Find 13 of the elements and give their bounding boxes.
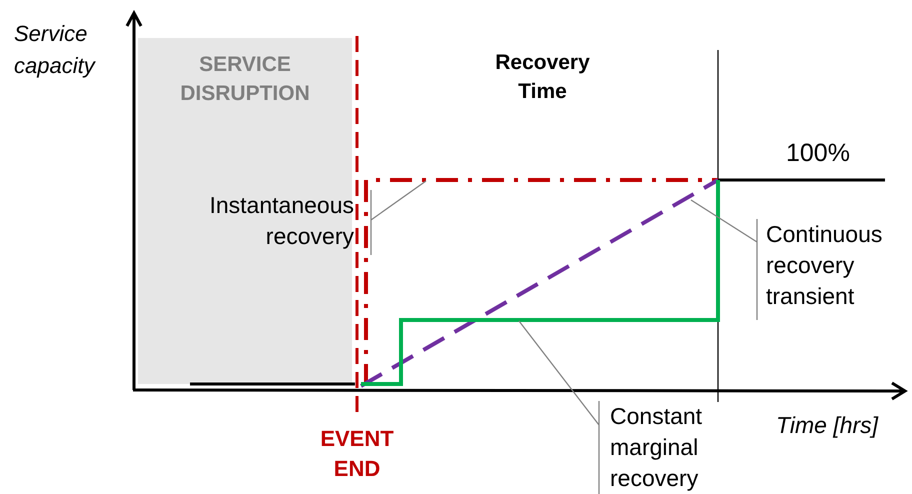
- band-title: SERVICE DISRUPTION: [179, 52, 311, 107]
- axis-title: Service capacity: [14, 20, 97, 80]
- disruption-band: [138, 38, 352, 384]
- callout-text: Constant marginal recovery: [598, 401, 748, 494]
- percent-label: 100%: [786, 138, 851, 169]
- leader-line: [690, 199, 758, 321]
- event-label: EVENT END: [319, 425, 395, 483]
- leader-line: [370, 180, 427, 256]
- section-title: Recovery Time: [494, 50, 591, 105]
- callout-text: Instantaneous recovery: [170, 190, 372, 255]
- axis-title: Time [hrs]: [776, 411, 880, 440]
- callout-text: Continuous recovery transient: [756, 219, 912, 320]
- leader-line: [518, 320, 600, 494]
